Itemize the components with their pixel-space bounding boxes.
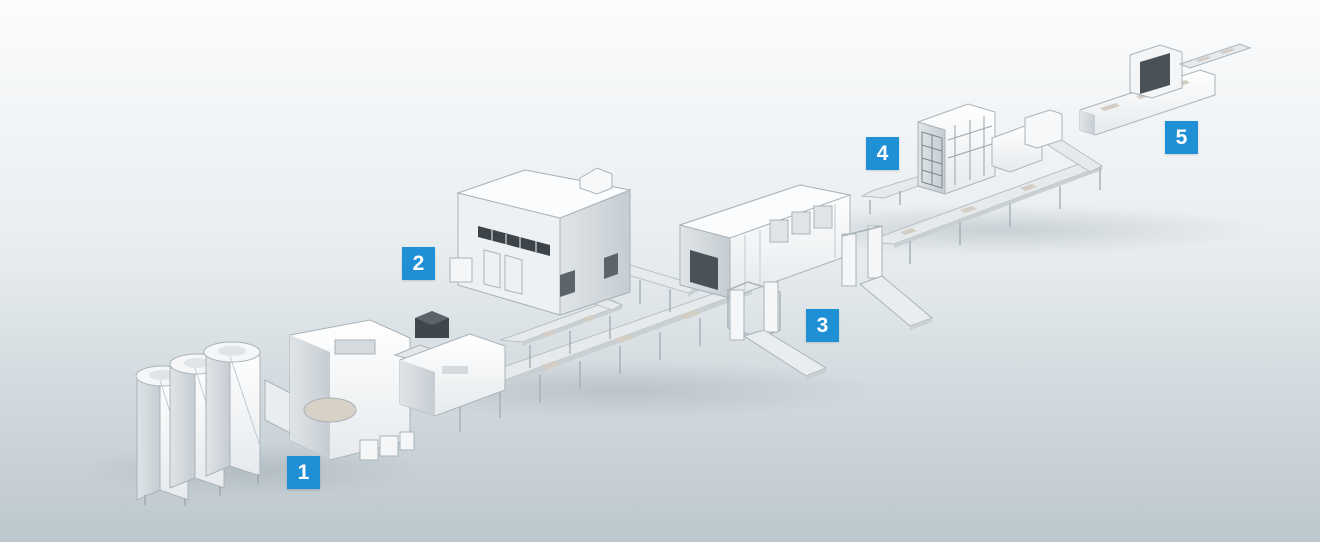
mixer-machine — [264, 319, 442, 461]
station-badge-2: 2 — [402, 247, 435, 280]
spiral-frame-right — [841, 225, 933, 330]
station-badge-5: 5 — [1165, 121, 1198, 154]
packaging-line — [1079, 43, 1252, 136]
divider-machine — [399, 311, 506, 417]
station-badge-3: 3 — [806, 309, 839, 342]
packaging-conveyor — [868, 133, 1104, 264]
proofer-building — [449, 167, 632, 316]
silo-group — [135, 341, 261, 506]
spiral-frame-left — [727, 281, 828, 380]
station-badge-4: 4 — [866, 137, 899, 170]
rack-cooler — [917, 103, 996, 195]
upper-conveyor — [499, 283, 624, 368]
oven-machine — [678, 184, 852, 299]
station-badge-1: 1 — [287, 456, 320, 489]
slicer-machine — [991, 109, 1063, 173]
